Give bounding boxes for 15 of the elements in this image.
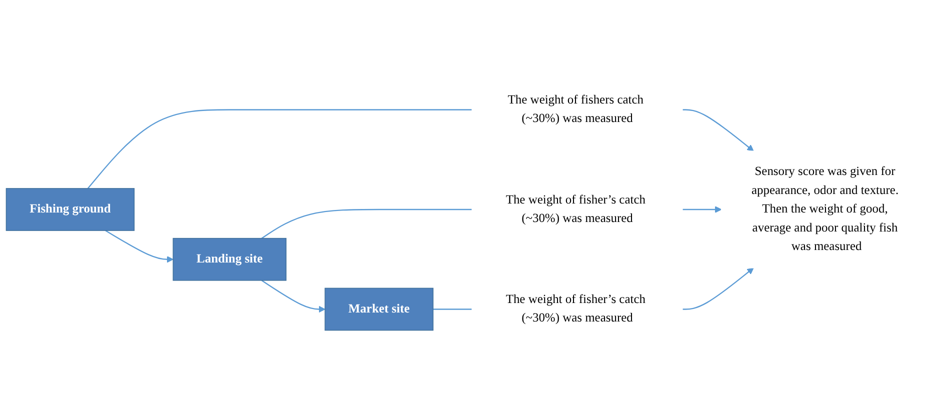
arrow xyxy=(261,280,326,313)
arrow xyxy=(682,206,722,213)
node-text: The weight of fisher’s catch (~30%) was measured xyxy=(506,292,646,325)
arrow xyxy=(105,230,174,263)
node-box: Fishing ground xyxy=(6,188,135,231)
arrow xyxy=(682,109,754,152)
connector xyxy=(433,308,472,310)
arrow xyxy=(682,268,754,310)
node-box: Market site xyxy=(324,288,434,331)
node-text: The weight of fishers catch (~30%) was measured xyxy=(508,93,644,126)
node-text: Sensory score was given for appearance, odor and texture. Then the weight of good, average and poor quality fish was measured xyxy=(751,165,899,254)
node-text: The weight of fisher’s catch (~30%) was measured xyxy=(506,193,646,226)
node-box: Landing site xyxy=(172,238,286,281)
connector xyxy=(261,208,472,239)
connector xyxy=(87,109,472,189)
